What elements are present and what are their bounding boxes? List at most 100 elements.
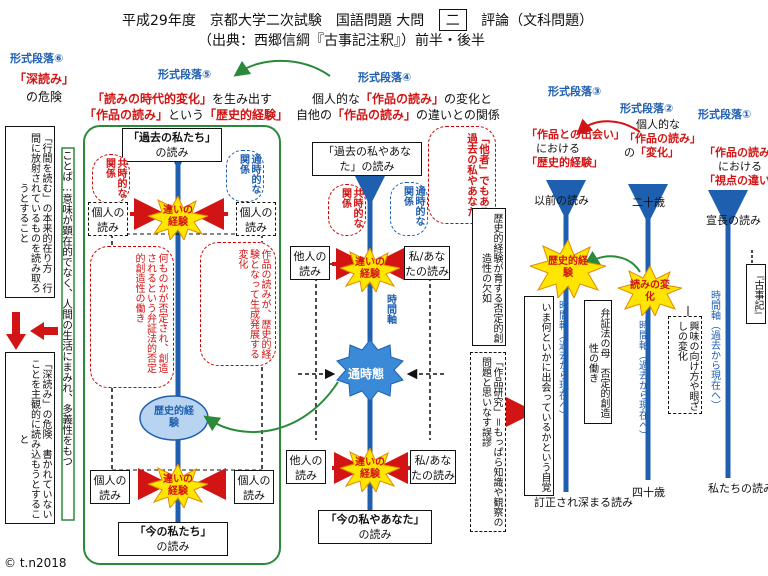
s2-interest-text: 興味の向け方や眼ざしの変化 [675, 321, 699, 411]
s1-norinaga: 宣長の読み [706, 214, 761, 227]
s2-head-no: の [624, 146, 635, 159]
s5-cloud-right-text: 作品の読みが、歴史的経験となって生成発展する変化 [236, 249, 270, 359]
section5-frame [83, 125, 281, 565]
s1-head: 「作品の読み」 における 「視点の違い」 [704, 146, 768, 188]
s4-tsujitai-text: 通時態 [348, 367, 385, 381]
s3-axis-label: 時間軸（過去から現在へ） [556, 300, 568, 420]
s3-dial-text: 弁証法の母 否定的創造性の働き [586, 308, 610, 418]
s1-axis-label: 時間軸（過去から現在へ） [708, 290, 720, 410]
s5-past-title: 「過去の私たち」 [128, 131, 216, 144]
s2-forty: 四十歳 [632, 486, 665, 499]
s2-change-star [618, 266, 682, 316]
section5-heading: 形式段落⑤ [158, 68, 212, 81]
s2-head-change: 「変化」 [635, 146, 679, 159]
s3-head: 「作品との出会い」 における 「歴史的経験」 [526, 128, 625, 170]
section3-heading: 形式段落③ [548, 85, 602, 98]
s5-cloud-right: 作品の読みが、歴史的経験となって生成発展する変化 [200, 242, 276, 366]
s5-diff-star-top [148, 196, 208, 240]
s5-person-box-tr: 個人の読み [236, 202, 276, 236]
s5-diff-top-text: 違いの経験 [163, 205, 193, 228]
s2-twenty: 二十歳 [632, 196, 665, 209]
section1-heading: 形式段落① [698, 108, 752, 121]
s5-kyoji-text: 共時的な関係 [103, 158, 127, 198]
s5-diff-bottom-text: 違いの経験 [163, 474, 193, 497]
s4-diff-star-top [340, 248, 400, 292]
s1-head-view: 「視点の違い」 [704, 174, 768, 187]
s2-change-text: 読みの変化 [630, 280, 670, 303]
s4-now-box: 「今の私やあなた」 の読み [318, 510, 432, 544]
s5-hist-text: 歴史的経験 [154, 406, 194, 429]
section2-heading: 形式段落② [620, 102, 674, 115]
s3-after: 訂正され深まる読み [534, 496, 633, 509]
s4-diff-top-text: 違いの経験 [355, 257, 385, 280]
s4-head-personal: 個人的な [312, 92, 361, 106]
s3-before: 以前の読み [534, 194, 589, 207]
title-line1: 平成29年度 京都大学二次試験 国語問題 大問 二 評論（文科問題） [122, 9, 593, 31]
s4-kyoji-cloud: 共時的な関係 [328, 184, 366, 236]
s5-head-reading: 「作品の読み」 [84, 108, 169, 122]
s5-person-box-tl: 個人の読み [88, 202, 128, 236]
s4-now-reading: の読み [358, 528, 392, 541]
s1-kojiki-box: 『古事記』 [746, 264, 766, 324]
s6-head-danger: の危険 [26, 90, 63, 104]
s1-head-reading: 「作品の読み」 [704, 146, 768, 159]
s3-hist-text: 歴史的経験 [548, 256, 588, 279]
s6-head-deep: 「深読み」 [14, 72, 75, 86]
s5-now-title: 「今の私たち」 [134, 525, 212, 538]
s2-interest-box: 興味の向け方や眼ざしの変化 [668, 316, 702, 414]
s4-other-cloud: 「他者」でもある過去の私やあなた [428, 126, 496, 224]
s4-dash-box: 「作品研究」＝もっぱら知識や観察の問題と思いなす誤謬 [470, 352, 506, 532]
s3-head-meet: 「作品との出会い」 [526, 128, 625, 141]
s4-vert-box: 歴史的経験が育する否定的創造性の欠如 [472, 208, 506, 346]
section6-heading: 形式段落⑥ [10, 52, 64, 65]
s3-head-in: における [536, 142, 580, 155]
s4-kyoji-text: 共時的な関係 [339, 188, 363, 228]
s5-kyoji-cloud: 共時的な関係 [92, 154, 130, 204]
s4-head-reading2: 「作品の読み」 [332, 108, 417, 122]
s4-mine-box-top: 私/あなたの読み [404, 246, 450, 280]
s6-bottom-text: 「深読み」の危険 書かれていないことを主観的に読み込もうとすること [17, 359, 51, 519]
s4-head-change: の変化と [444, 92, 493, 106]
s1-head-in: における [718, 160, 762, 173]
s5-head-produce: を生み出す [212, 92, 273, 106]
s4-axis-label: 時間軸 [384, 294, 396, 324]
s5-person-box-bl: 個人の読み [90, 470, 130, 504]
s4-other-box-bottom: 他人の読み [286, 450, 326, 484]
s4-diff-star-bottom [340, 448, 400, 492]
s2-head-personal: 個人的な [636, 118, 680, 131]
s1-ours: 私たちの読み [708, 482, 768, 495]
s2-axis-label: 時間軸（過去から現在へ） [636, 320, 648, 440]
s5-cloud-left: 何ものかが否定され、創造されるという弁証法的否定的創造性の働き [90, 246, 174, 388]
s5-person-box-br: 個人の読み [234, 470, 274, 504]
s5-tsuji-text: 通時的な関係 [237, 154, 261, 194]
s5-cloud-left-text: 何ものかが否定され、創造されるという弁証法的否定的創造性の働き [133, 253, 167, 373]
question-number: 二 [438, 9, 467, 31]
s3-hist-star [530, 240, 606, 298]
s4-dash-box-text: 「作品研究」＝もっぱら知識や観察の問題と思いなす誤謬 [479, 357, 503, 527]
s5-head-line1: 「読みの時代的変化」を生み出す [92, 90, 272, 107]
s4-now-title: 「今の私やあなた」 [325, 513, 425, 526]
s5-head-line2: 「作品の読み」という「歴史的経験」 [84, 106, 288, 123]
s3-head-hist: 「歴史的経験」 [526, 156, 603, 169]
s2-head: 個人的な 「作品の読み」 の「変化」 [624, 118, 701, 160]
s4-other-box-top: 他人の読み [290, 246, 330, 280]
s5-head-toiu: という [168, 108, 205, 122]
s3-now-box: いま何といかに出会っているかという自覚 [524, 296, 554, 496]
title-main: 平成29年度 京都大学二次試験 国語問題 大問 [122, 13, 425, 29]
s4-tsuji-cloud: 通時的な関係 [390, 182, 428, 236]
title-source: （出典：西郷信綱『古事記注釈』）前半・後半 [198, 33, 485, 49]
s6-head: 「深読み」 [14, 70, 74, 87]
s4-head-line2: 自他の「作品の読み」の違いとの関係 [296, 106, 500, 123]
s4-past-box: 「過去の私やあなた」の読み [312, 142, 422, 176]
title-sub: 評論（文科問題） [481, 13, 594, 29]
s6-bottom-box: 「深読み」の危険 書かれていないことを主観的に読み込もうとすること [5, 352, 55, 524]
s4-head-line1: 個人的な「作品の読み」の変化と [312, 90, 492, 107]
s5-now-box: 「今の私たち」 の読み [118, 522, 228, 556]
s3-dial-box: 弁証法の母 否定的創造性の働き [584, 300, 612, 424]
s3-now-text: いま何といかに出会っているかという自覚 [539, 302, 550, 492]
copyright: © t.n2018 [4, 556, 67, 570]
s4-vert-box-text: 歴史的経験が育する否定的創造性の欠如 [479, 213, 503, 343]
s5-diff-star-bottom [148, 464, 208, 508]
s5-past-box: 「過去の私たち」 の読み [122, 128, 222, 162]
section4-heading: 形式段落④ [358, 71, 412, 84]
